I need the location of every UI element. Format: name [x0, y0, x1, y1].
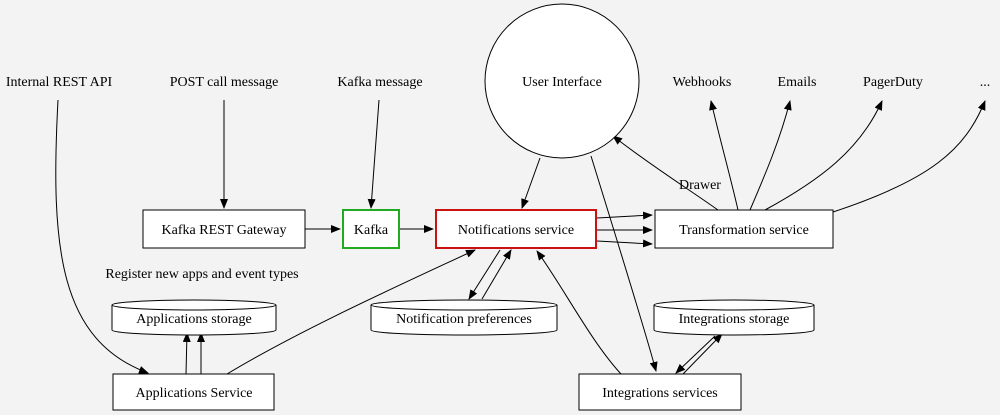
node-integrations-services-label: Integrations services — [602, 386, 717, 401]
edge-ui-to-integrations — [590, 155, 658, 372]
edge-storage-to-integrations — [675, 335, 716, 374]
edge-transform-to-more — [832, 100, 986, 213]
edge-appservice-to-appstorage — [182, 332, 191, 375]
node-applications-service: Applications Service — [112, 373, 275, 411]
sources: Internal REST API POST call message Kafk… — [6, 75, 423, 90]
node-notifications-service: Notifications service — [435, 209, 597, 249]
edge-transform-to-pagerduty — [764, 100, 883, 211]
storage-integrations-label: Integrations storage — [679, 312, 790, 327]
edge-transform-to-webhooks — [709, 100, 739, 211]
outputs: Webhooks Emails PagerDuty ... — [673, 75, 991, 90]
output-emails: Emails — [778, 75, 817, 90]
source-post-call-message: POST call message — [170, 75, 279, 90]
source-kafka-message: Kafka message — [337, 75, 422, 90]
node-kafka-label: Kafka — [354, 223, 389, 238]
edge-notif-to-prefs — [468, 249, 501, 300]
node-kafka-rest-gateway-label: Kafka REST Gateway — [162, 223, 287, 238]
node-user-interface: User Interface — [484, 3, 640, 159]
output-more: ... — [980, 75, 991, 90]
edge-appservice-to-notifications — [226, 249, 476, 375]
node-user-interface-label: User Interface — [522, 75, 602, 90]
edge-notif-to-transform-3 — [596, 239, 653, 248]
storage-applications-label: Applications storage — [136, 312, 251, 327]
edge-ui-to-notifications — [521, 157, 541, 209]
edge-integrations-to-storage — [682, 333, 723, 375]
node-kafka: Kafka — [342, 209, 400, 249]
node-transformation-service-label: Transformation service — [679, 223, 809, 238]
edge-kafkamsg-to-kafka — [367, 99, 380, 209]
edge-notif-to-transform-1 — [596, 211, 653, 220]
edges — [55, 99, 986, 375]
storage-integrations: Integrations storage — [653, 299, 815, 336]
output-webhooks: Webhooks — [673, 75, 732, 90]
edge-integrations-to-notifications — [536, 250, 622, 375]
source-internal-rest-api: Internal REST API — [6, 75, 113, 90]
edge-restapi-to-appservice — [55, 99, 149, 374]
edge-label-register: Register new apps and event types — [105, 267, 298, 282]
edge-prefs-to-notif — [481, 249, 512, 300]
node-notifications-service-label: Notifications service — [458, 223, 574, 238]
node-transformation-service: Transformation service — [654, 209, 834, 249]
storage-notification-preferences-label: Notification preferences — [396, 312, 532, 327]
edge-label-drawer: Drawer — [679, 178, 721, 193]
node-applications-service-label: Applications Service — [135, 386, 252, 401]
storage-applications: Applications storage — [111, 299, 277, 336]
storage-notification-preferences: Notification preferences — [370, 299, 558, 336]
node-kafka-rest-gateway: Kafka REST Gateway — [142, 209, 306, 249]
edge-transform-to-emails — [749, 100, 792, 211]
edge-transform-to-ui-drawer — [612, 135, 719, 211]
node-integrations-services: Integrations services — [578, 373, 742, 411]
output-pagerduty: PagerDuty — [863, 75, 923, 90]
